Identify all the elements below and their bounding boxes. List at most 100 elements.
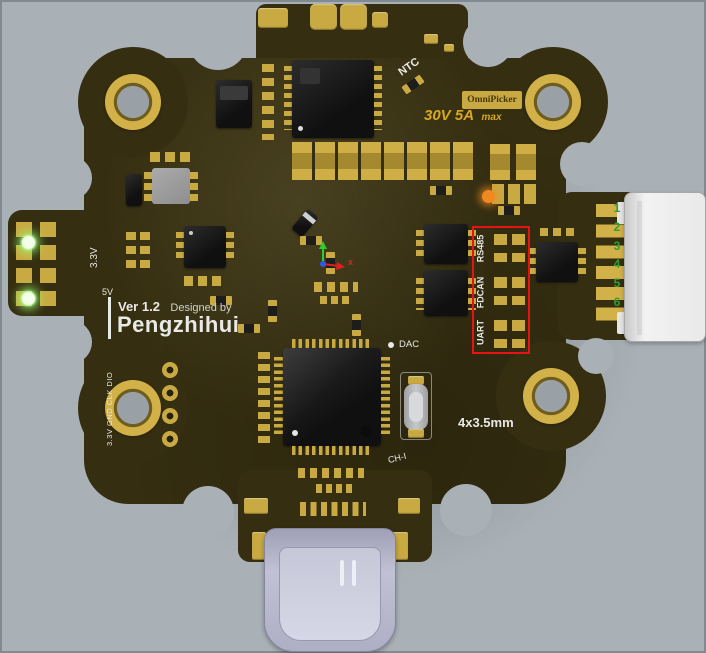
- pad-strip: [494, 234, 507, 262]
- pad-strip: [262, 64, 274, 140]
- mcu-dimple: [360, 426, 371, 437]
- pin-row: [416, 230, 424, 258]
- regulator-ic: [184, 226, 226, 268]
- pin-number-5: 5: [613, 276, 621, 291]
- pad-strip: [314, 282, 358, 292]
- usb-pin-row: [300, 502, 366, 516]
- connector-pin-numbers: 1 2 3 4 5 6: [610, 202, 624, 308]
- edge-notch: [48, 320, 92, 364]
- inductor-top-face: [220, 86, 248, 100]
- designer-name: Pengzhihui: [117, 312, 240, 337]
- pad-strip: [512, 234, 525, 262]
- pin-row: [274, 357, 283, 437]
- crystal-outline: [400, 372, 432, 440]
- pin1-dot: [292, 430, 298, 436]
- capacitor-group: [492, 184, 536, 204]
- edge-notch: [560, 142, 604, 186]
- passive-component: [498, 206, 520, 215]
- solder-pad: [408, 429, 424, 438]
- edge-notch: [188, 10, 248, 70]
- through-hole-pad: [162, 408, 178, 424]
- usb-c-detail-mark: [340, 560, 344, 586]
- pin-row: [416, 278, 424, 310]
- usb-c-detail-mark: [352, 560, 356, 586]
- rating-value: 30V 5A: [424, 107, 475, 124]
- edge-notch: [463, 17, 513, 67]
- mount-hole-top-left: [105, 74, 161, 130]
- rating-unit: max: [481, 112, 502, 123]
- solder-pad: [310, 4, 337, 30]
- through-hole-pad: [162, 431, 178, 447]
- mount-hole-top-right: [525, 74, 581, 130]
- mcu-chip: [283, 348, 381, 446]
- solder-pad: [258, 8, 288, 28]
- pin-row: [578, 248, 586, 276]
- usb-shield-pad: [252, 532, 266, 560]
- axis-x-label: x: [348, 257, 354, 267]
- mount-hole-bottom-right: [523, 368, 579, 424]
- solder-pad: [244, 498, 268, 514]
- passive-component: [210, 296, 232, 305]
- pad-strip: [320, 296, 350, 304]
- pad-strip: [494, 320, 507, 348]
- jst-connector-body: [624, 192, 706, 342]
- status-led-orange: [482, 190, 495, 203]
- v33-label: 3.3V: [89, 247, 100, 268]
- mount-size-label: 4x3.5mm: [458, 415, 514, 430]
- usb-shield-pad: [392, 532, 408, 560]
- bus-highlight-box: [472, 226, 530, 354]
- pad-strip: [512, 277, 525, 305]
- edge-notch: [440, 484, 492, 536]
- bus-label-rs485: RS485: [475, 234, 486, 263]
- pin-number-4: 4: [613, 257, 621, 272]
- bus-label-uart: UART: [475, 320, 486, 345]
- pin-row: [190, 172, 198, 202]
- designed-by-text: Designed by: [170, 302, 232, 314]
- bus-label-fdcan: FDCAN: [475, 276, 486, 309]
- dac-dot: [388, 342, 394, 348]
- passive-component: [326, 252, 335, 274]
- inductor: [216, 80, 252, 128]
- mount-hole-bottom-left: [105, 380, 161, 436]
- pin-number-6: 6: [613, 294, 621, 309]
- dac-label: DAC: [399, 339, 420, 350]
- through-hole-pad: [162, 385, 178, 401]
- pad-strip: [512, 320, 525, 348]
- solder-pad: [372, 12, 388, 28]
- rating-label: 30V 5A max: [424, 108, 502, 124]
- pad-strip: [140, 232, 150, 274]
- version-line: Ver 1.2 Designed by: [118, 299, 232, 315]
- pin-row: [292, 339, 372, 348]
- crystal: [404, 384, 428, 430]
- usb-c-connector: [264, 528, 396, 652]
- transceiver-ic: [424, 224, 468, 264]
- edge-notch: [182, 486, 234, 538]
- solder-pad: [340, 4, 367, 30]
- pad-strip: [540, 228, 574, 236]
- passive-component: [300, 236, 322, 245]
- pin-number-3: 3: [613, 238, 621, 253]
- pin1-dot: [189, 231, 193, 235]
- version-text: Ver 1.2: [118, 299, 160, 314]
- pin-row: [528, 248, 536, 276]
- connector-pin-row: [596, 204, 628, 328]
- oscillator-module: [152, 168, 190, 204]
- passive-component: [352, 314, 361, 336]
- pad-strip: [258, 352, 270, 444]
- pin-row: [226, 232, 234, 262]
- through-hole-pad: [162, 362, 178, 378]
- esd-protection-ic: [536, 242, 578, 282]
- pin-row: [292, 446, 372, 455]
- pad-strip: [494, 277, 507, 305]
- driver-ic: [292, 60, 374, 138]
- pin-row: [284, 66, 292, 130]
- passive-component: [238, 324, 260, 333]
- jst-connector-wing: [617, 312, 626, 334]
- small-transistor: [126, 174, 142, 206]
- pad-strip: [150, 152, 192, 162]
- pin1-dot: [298, 126, 303, 131]
- ic-marking: [300, 68, 320, 84]
- pad-strip: [40, 222, 56, 314]
- pin-row: [374, 66, 382, 130]
